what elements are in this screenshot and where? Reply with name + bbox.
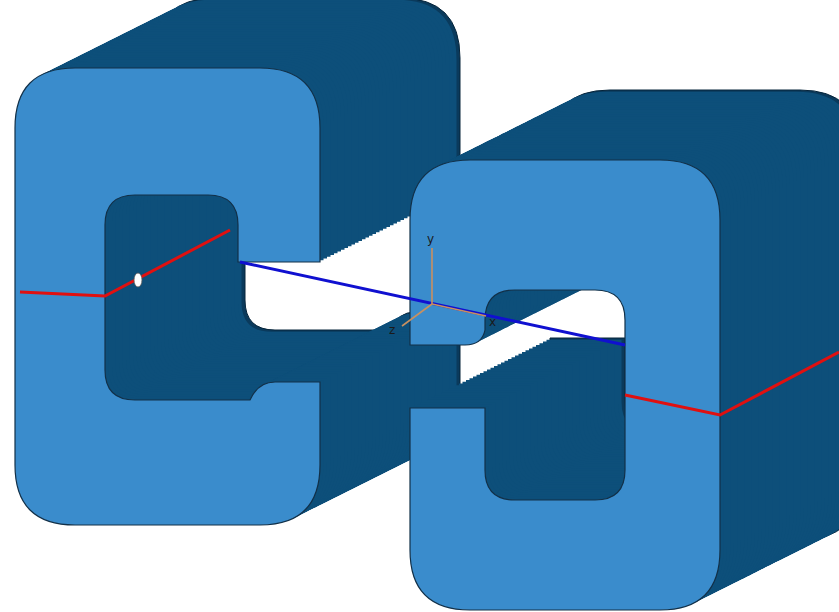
left-section-line — [20, 230, 230, 296]
axis-label: z — [389, 324, 395, 336]
left-core-face — [15, 68, 320, 525]
axis-label: y — [427, 233, 434, 245]
right-core-face — [410, 160, 720, 610]
x-axis — [432, 304, 486, 316]
marker — [134, 273, 142, 287]
y-axis — [431, 248, 433, 304]
axis-label: x — [489, 316, 496, 328]
right-section-line — [625, 352, 839, 415]
z-axis — [402, 304, 432, 326]
